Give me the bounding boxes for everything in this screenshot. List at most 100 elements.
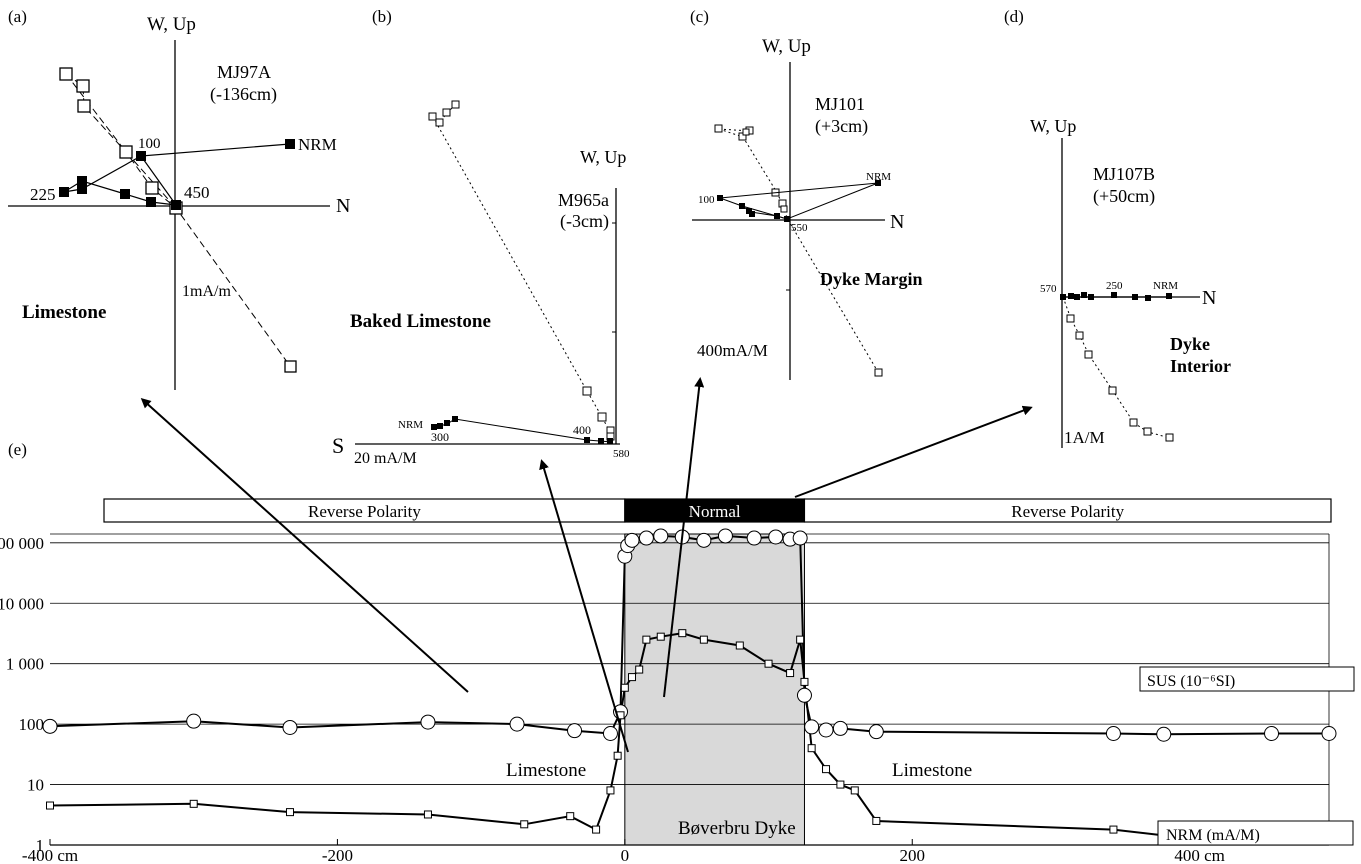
panel-a-position: (-136cm) [210,84,277,105]
sus-point [638,530,654,546]
connector-arrows [140,377,1033,753]
nrm-point [285,808,294,817]
sus-point [282,719,298,735]
panel-a-label-225: 225 [30,185,56,204]
polarity-label: Reverse Polarity [308,502,421,521]
nrm-point [699,635,708,644]
panel-b: (b) W, Up S 20 mA/M M965a (-3cm) Baked L… [332,7,630,467]
y-tick-label: 1 [36,836,45,855]
panel-a-label-100: 100 [138,136,161,152]
sus-point [624,532,640,548]
sus-point [1156,726,1172,742]
sus-point [746,530,762,546]
sus-point [509,716,525,732]
panel-d: (d) W, Up N MJ107B (+50cm) 1A/M Dyke Int… [1004,7,1231,448]
panel-b-scale: 20 mA/M [354,450,417,467]
panel-c-letter: (c) [690,7,709,26]
panel-c-lithology: Dyke Margin [820,269,923,289]
sus-point [792,530,808,546]
sus-point [717,528,733,544]
panel-d-label-570: 570 [1040,283,1057,295]
nrm-point [822,765,831,774]
panel-c-sample: MJ101 [815,94,865,114]
nrm-point [423,810,432,819]
panel-c-axis-right: N [890,211,904,233]
sus-point [818,722,834,738]
nrm-point [872,816,881,825]
panel-b-label-nrm: NRM [398,419,423,431]
panel-d-lithology-2: Interior [1170,356,1231,376]
y-tick-label: 100 [19,715,45,734]
nrm-point [566,812,575,821]
sus-point [653,528,669,544]
sus-point [696,532,712,548]
y-tick-label: 10 [27,776,44,795]
panel-a-label-nrm: NRM [298,135,337,154]
sus-series-label: SUS (10⁻⁶SI) [1147,673,1235,690]
sus-point [768,529,784,545]
x-tick-label: 200 [899,846,925,864]
sus-point [1264,725,1280,741]
nrm-point [678,629,687,638]
panel-c-label-550: 550 [791,222,808,234]
nrm-point [635,665,644,674]
panel-a-letter: (a) [8,7,27,26]
x-tick-label: 400 cm [1174,846,1225,864]
sus-point [1321,725,1337,741]
nrm-point [764,659,773,668]
panel-b-label-300: 300 [431,430,449,444]
nrm-point [786,669,795,678]
nrm-point [189,799,198,808]
sus-point [1105,725,1121,741]
nrm-point [46,801,54,810]
sus-point [796,687,812,703]
nrm-point [800,677,809,686]
x-tick-label: -200 [322,846,353,864]
polarity-label: Normal [689,502,741,521]
nrm-point [606,786,615,795]
limestone-left-label: Limestone [506,760,586,781]
panel-d-axis-up: W, Up [1030,116,1076,136]
panel-a-sample: MJ97A [217,62,271,82]
panel-b-label-400: 400 [573,423,591,437]
nrm-series-label: NRM (mA/M) [1166,827,1260,844]
panel-c-position: (+3cm) [815,116,868,137]
sus-point [868,724,884,740]
panel-d-sample: MJ107B [1093,164,1155,184]
nrm-point [642,635,651,644]
nrm-point [796,635,805,644]
nrm-point [735,641,744,650]
x-tick-label: -400 cm [22,846,78,864]
panel-a-lithology: Limestone [22,302,106,323]
panel-b-axis-up: W, Up [580,147,626,167]
x-tick-label: 0 [621,846,630,864]
panel-d-label-nrm: NRM [1153,280,1178,292]
sus-point [420,714,436,730]
y-tick-label: 1 000 [6,655,44,674]
panel-a-label-450: 450 [184,183,210,202]
nrm-point [850,786,859,795]
nrm-point [836,780,845,789]
sus-point [567,723,583,739]
panel-a: (a) W, Up N MJ97A (-136cm) 1mA/m Limesto… [8,7,350,390]
panel-b-letter: (b) [372,7,392,26]
nrm-point [620,683,629,692]
panel-d-scale: 1A/M [1064,428,1105,447]
nrm-point [628,673,637,682]
polarity-label: Reverse Polarity [1011,502,1124,521]
sus-point [186,713,202,729]
y-tick-label: 100 000 [0,534,44,553]
nrm-point [592,825,601,834]
sus-point [804,719,820,735]
panel-d-lithology-1: Dyke [1170,334,1210,354]
panel-d-axis-right: N [1202,287,1216,309]
panel-c-axis-up: W, Up [762,36,811,57]
panel-a-axis-up: W, Up [147,14,196,35]
dyke-label: Bøverbru Dyke [678,818,796,839]
panel-a-scale: 1mA/m [182,283,231,300]
panel-d-letter: (d) [1004,7,1024,26]
panel-b-sample: M965a [558,190,609,210]
panel-e-letter: (e) [8,440,27,459]
